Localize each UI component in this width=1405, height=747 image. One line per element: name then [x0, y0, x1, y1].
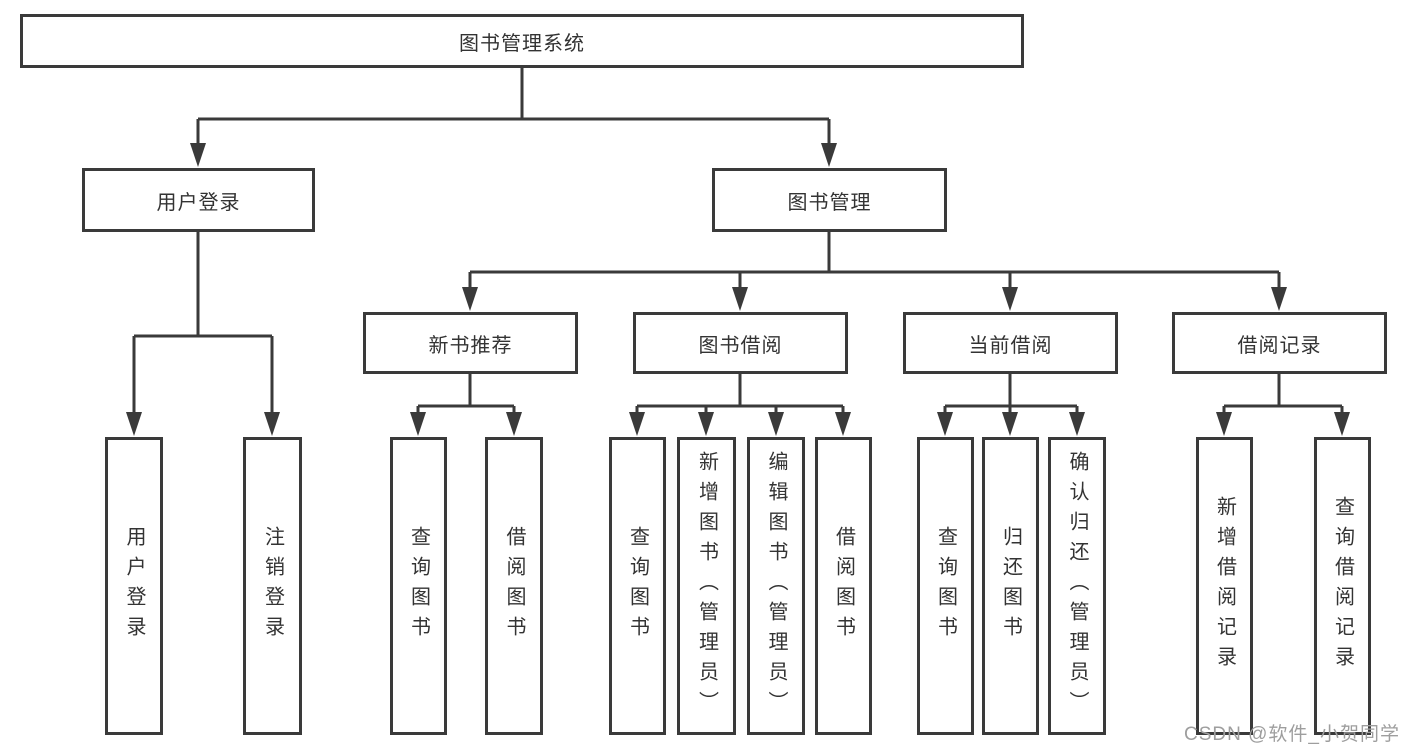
arrowhead: [821, 143, 837, 167]
node-root-library-system: 图书管理系统: [20, 14, 1024, 68]
arrowhead: [835, 412, 851, 436]
node-borrowing-records: 借阅记录: [1172, 312, 1387, 374]
node-new-book-recommend: 新书推荐: [363, 312, 578, 374]
arrowhead: [698, 412, 714, 436]
connector-book-management-children: [462, 232, 1287, 311]
connector-book-borrowing-children: [629, 374, 851, 436]
leaf-return-books: 归还图书: [982, 437, 1039, 735]
leaf-label: 查询图书: [407, 526, 430, 646]
leaf-query-borrow-record: 查询借阅记录: [1314, 437, 1371, 735]
arrowhead: [126, 412, 142, 436]
arrowhead: [629, 412, 645, 436]
leaf-label: 新增借阅记录: [1213, 496, 1236, 676]
leaf-logout: 注销登录: [243, 437, 302, 735]
node-book-borrowing: 图书借阅: [633, 312, 848, 374]
connector-root-to-level2: [190, 68, 837, 167]
leaf-label: 借阅图书: [832, 526, 855, 646]
leaf-query-books-recommend: 查询图书: [390, 437, 447, 735]
leaf-add-borrow-record: 新增借阅记录: [1196, 437, 1253, 735]
leaf-confirm-return-admin: 确认归还（管理员）: [1048, 437, 1106, 735]
leaf-add-book-admin: 新增图书（管理员）: [677, 437, 736, 735]
connector-user-login-children: [126, 232, 280, 436]
leaf-label: 查询图书: [626, 526, 649, 646]
arrowhead: [1334, 412, 1350, 436]
node-current-borrowing: 当前借阅: [903, 312, 1118, 374]
connector-current-borrowing-children: [937, 374, 1085, 436]
leaf-label: 查询图书: [934, 526, 957, 646]
leaf-query-books-current: 查询图书: [917, 437, 974, 735]
leaf-borrow-books-recommend: 借阅图书: [485, 437, 543, 735]
leaf-label: 用户登录: [123, 526, 145, 646]
arrowhead: [1002, 287, 1018, 311]
arrowhead: [190, 143, 206, 167]
arrowhead: [264, 412, 280, 436]
leaf-label: 注销登录: [261, 526, 284, 646]
leaf-label: 编辑图书（管理员）: [765, 451, 787, 721]
arrowhead: [768, 412, 784, 436]
arrowhead: [732, 287, 748, 311]
leaf-user-login: 用户登录: [105, 437, 163, 735]
leaf-label: 借阅图书: [503, 526, 525, 646]
leaf-edit-book-admin: 编辑图书（管理员）: [747, 437, 805, 735]
leaf-borrow-books-borrowing: 借阅图书: [815, 437, 872, 735]
arrowhead: [1069, 412, 1085, 436]
leaf-label: 确认归还（管理员）: [1066, 451, 1088, 721]
leaf-query-books-borrowing: 查询图书: [609, 437, 666, 735]
leaf-label: 新增图书（管理员）: [695, 451, 718, 721]
arrowhead: [1002, 412, 1018, 436]
node-user-login: 用户登录: [82, 168, 315, 232]
connector-borrowing-records-children: [1216, 374, 1350, 436]
csdn-watermark: CSDN @软件_小贺同学: [1184, 724, 1400, 745]
arrowhead: [937, 412, 953, 436]
arrowhead: [410, 412, 426, 436]
leaf-label: 查询借阅记录: [1331, 496, 1354, 676]
arrowhead: [1271, 287, 1287, 311]
arrowhead: [1216, 412, 1232, 436]
arrowhead: [506, 412, 522, 436]
arrowhead: [462, 287, 478, 311]
node-book-management: 图书管理: [712, 168, 947, 232]
leaf-label: 归还图书: [999, 526, 1022, 646]
connector-new-book-children: [410, 374, 522, 436]
